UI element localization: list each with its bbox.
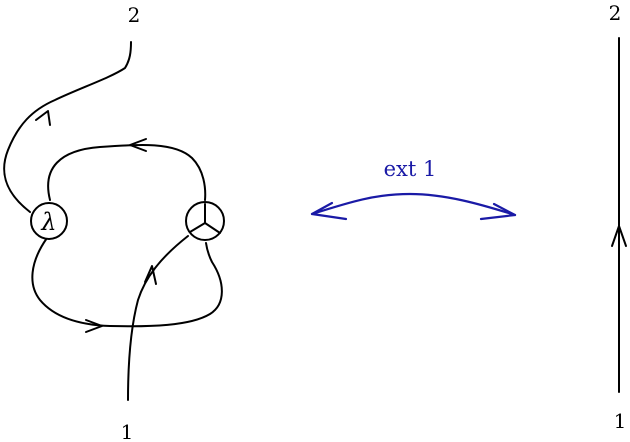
- trivalent-junction: [189, 203, 221, 234]
- arrow-top-strand: [35, 110, 51, 126]
- right-diagram: 2 1: [609, 1, 627, 433]
- arrow-bottom-strand: [144, 265, 157, 285]
- lower-arc: [31, 237, 223, 328]
- vertex-lambda-label: λ: [40, 208, 56, 236]
- arrow-right-strand: [611, 225, 627, 247]
- relation-arrow-curve: [310, 192, 517, 217]
- right-top-endpoint-label: 2: [609, 1, 622, 25]
- relation-label: ext 1: [384, 157, 437, 181]
- strand-to-top: [3, 41, 132, 213]
- vertex-lambda: [30, 202, 68, 240]
- left-diagram: λ 2 1: [3, 3, 225, 442]
- strand-from-bottom: [127, 235, 189, 401]
- arrow-upper-arc: [129, 138, 147, 152]
- left-bottom-endpoint-label: 1: [121, 420, 134, 442]
- right-bottom-endpoint-label: 1: [614, 409, 627, 433]
- upper-arc: [47, 143, 207, 201]
- relation-arrowhead-left: [310, 201, 348, 221]
- relation-arrowhead-right: [479, 202, 517, 221]
- arrow-lower-arc: [85, 319, 103, 333]
- relation-arrow: ext 1: [310, 157, 517, 221]
- left-top-endpoint-label: 2: [128, 3, 141, 27]
